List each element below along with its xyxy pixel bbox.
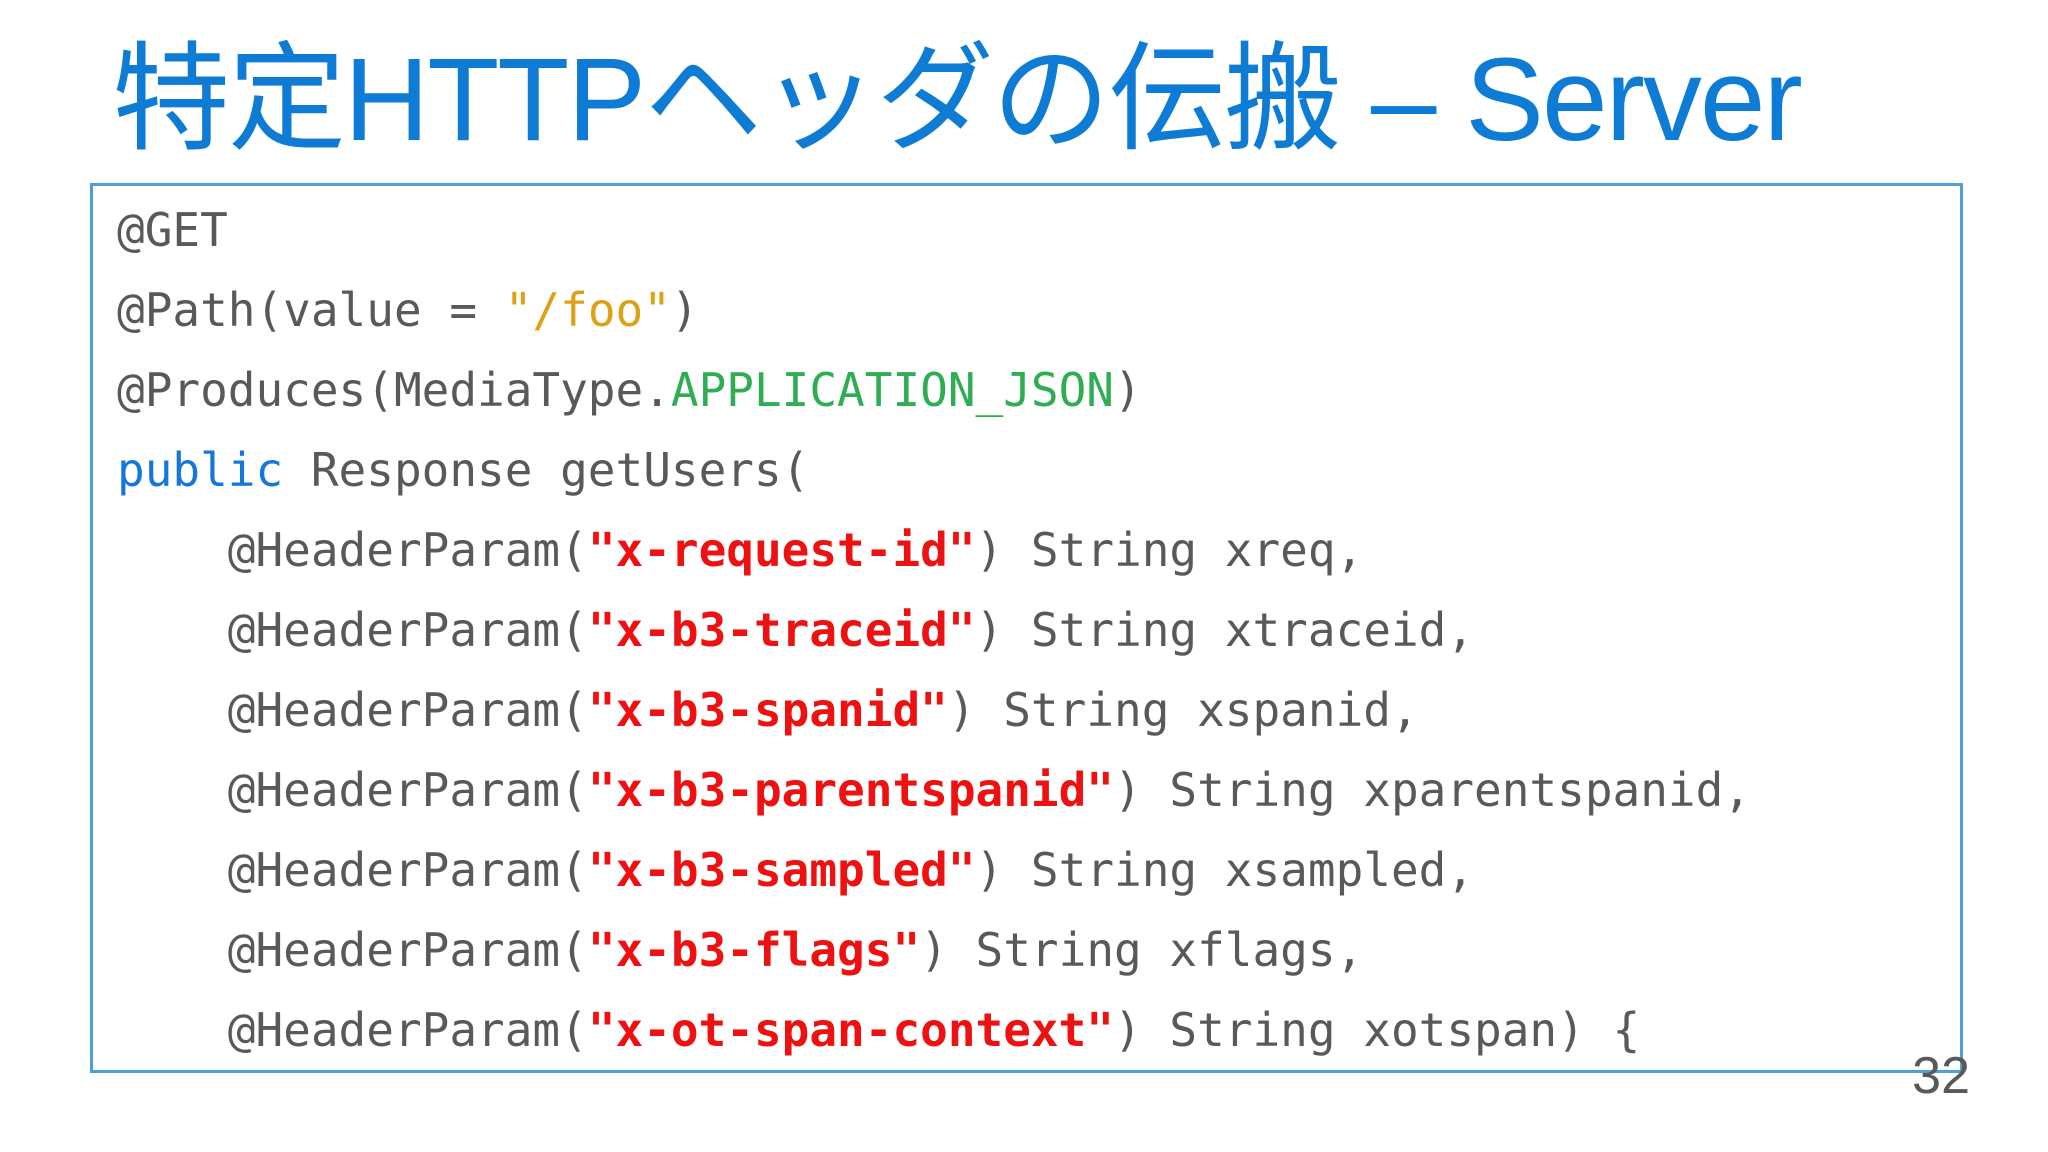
code-token: "x-b3-parentspanid" [587, 763, 1115, 817]
code-line: @GET [117, 190, 1950, 270]
code-token: ) String xtraceid, [975, 603, 1475, 657]
code-token: ) String xparentspanid, [1114, 763, 1751, 817]
code-line: @HeaderParam("x-b3-parentspanid") String… [117, 750, 1950, 830]
code-token: "x-ot-span-context" [587, 1003, 1115, 1057]
code-token: @Path(value = [117, 283, 505, 337]
code-token: "x-request-id" [587, 523, 976, 577]
code-token: @HeaderParam( [117, 523, 588, 577]
code-token: public [117, 443, 284, 497]
code-token: @HeaderParam( [117, 763, 588, 817]
code-token: ) String xsampled, [975, 843, 1475, 897]
code-box: @GET@Path(value = "/foo")@Produces(Media… [90, 183, 1963, 1073]
code-token: @GET [117, 203, 228, 257]
code-token: "x-b3-sampled" [587, 843, 976, 897]
code-token: ) String xotspan) { [1114, 1003, 1641, 1057]
code-line: @Produces(MediaType.APPLICATION_JSON) [117, 350, 1950, 430]
code-token: Response getUsers( [283, 443, 810, 497]
slide-title: 特定HTTPヘッダの伝搬 – Server [112, 34, 1803, 166]
code-token: @HeaderParam( [117, 603, 588, 657]
code-token: ) [670, 283, 699, 337]
code-block: @GET@Path(value = "/foo")@Produces(Media… [117, 190, 1950, 1070]
code-token: "x-b3-spanid" [587, 683, 948, 737]
code-line: @HeaderParam("x-b3-sampled") String xsam… [117, 830, 1950, 910]
code-token: ) String xspanid, [947, 683, 1419, 737]
code-token: @HeaderParam( [117, 923, 588, 977]
code-token: ) [1114, 363, 1142, 417]
code-line: @HeaderParam("x-b3-flags") String xflags… [117, 910, 1950, 990]
code-line: @HeaderParam("x-request-id") String xreq… [117, 510, 1950, 590]
code-token: "x-b3-flags" [587, 923, 921, 977]
code-line: @HeaderParam("x-b3-spanid") String xspan… [117, 670, 1950, 750]
code-line: @HeaderParam("x-b3-traceid") String xtra… [117, 590, 1950, 670]
code-line: @Path(value = "/foo") [117, 270, 1950, 350]
code-token: APPLICATION_JSON [670, 363, 1114, 417]
code-token: "/foo" [504, 283, 671, 337]
page-number: 32 [1912, 1047, 1970, 1105]
code-token: ) String xreq, [975, 523, 1364, 577]
code-token: @Produces(MediaType. [117, 363, 671, 417]
code-token: @HeaderParam( [117, 1003, 588, 1057]
code-token: @HeaderParam( [117, 683, 588, 737]
code-token: "x-b3-traceid" [587, 603, 976, 657]
code-line: @HeaderParam("x-ot-span-context") String… [117, 990, 1950, 1070]
code-token: ) String xflags, [920, 923, 1364, 977]
code-line: public Response getUsers( [117, 430, 1950, 510]
code-token: @HeaderParam( [117, 843, 588, 897]
